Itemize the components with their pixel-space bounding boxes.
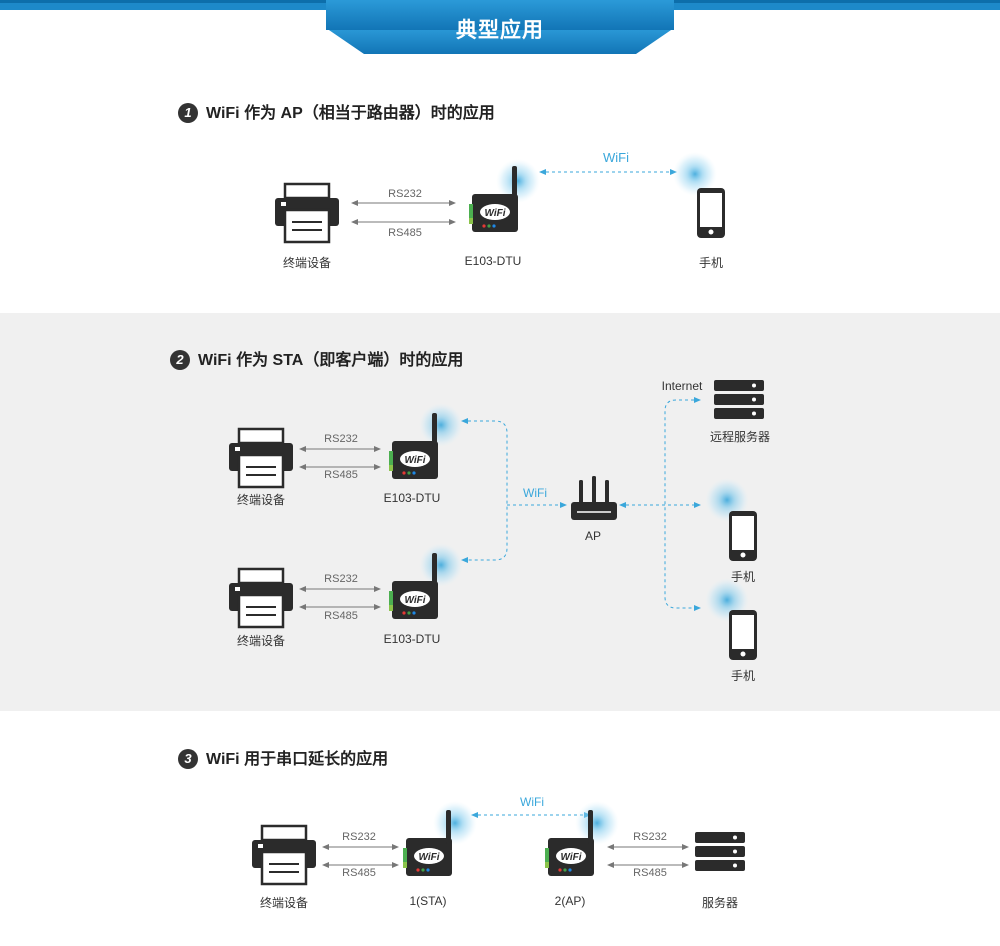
terminal-label-a: 终端设备: [236, 493, 285, 507]
phone-label: 手机: [698, 256, 723, 270]
remote-server-icon: [714, 380, 764, 419]
rs232-label-a: RS232: [324, 433, 358, 445]
server-label: 服务器: [701, 896, 738, 910]
wifi-signal-glow: [496, 159, 540, 203]
section-2-heading: 2 WiFi 作为 STA（即客户端）时的应用: [170, 346, 463, 370]
sta-label: 1(STA): [409, 894, 447, 908]
remote-server-label: 远程服务器: [709, 430, 770, 444]
section-3-heading: 3 WiFi 用于串口延长的应用: [178, 745, 388, 769]
dtu-label-a: E103-DTU: [383, 491, 441, 505]
rs485-label-b: RS485: [324, 610, 358, 622]
terminal-device-icon: [273, 182, 341, 244]
terminal-label-b: 终端设备: [236, 634, 285, 648]
section-1-title: WiFi 作为 AP（相当于路由器）时的应用: [206, 105, 495, 122]
rs485-label: RS485: [388, 227, 422, 239]
wifi-label: WiFi: [523, 486, 547, 500]
phone-icon: [697, 188, 725, 238]
phone-label-b: 手机: [730, 669, 755, 683]
section-1-number: 1: [178, 103, 198, 123]
phone-signal-glow: [673, 152, 717, 196]
dtu-label-b: E103-DTU: [383, 632, 441, 646]
rs232-right-label: RS232: [633, 831, 667, 843]
ap-label: 2(AP): [554, 894, 586, 908]
page-title: 典型应用: [456, 19, 544, 42]
section-2-title: WiFi 作为 STA（即客户端）时的应用: [198, 352, 464, 369]
rs485-label-a: RS485: [324, 469, 358, 481]
terminal-device-icon: [250, 824, 318, 886]
router-ap-icon: [570, 475, 618, 521]
internet-label: Internet: [661, 379, 703, 393]
banner-shape: [326, 0, 674, 54]
rs232-label-b: RS232: [324, 573, 358, 585]
terminal-device-b-icon: [227, 567, 295, 629]
phone-label-a: 手机: [730, 570, 755, 584]
wifi-label: WiFi: [603, 150, 629, 165]
section-1-diagram: [273, 152, 725, 244]
section-2-number: 2: [170, 350, 190, 370]
phone-b-icon: [729, 610, 757, 660]
rs232-left-label: RS232: [342, 831, 376, 843]
section-3-number: 3: [178, 749, 198, 769]
section-2-background: [0, 313, 1000, 711]
server-icon: [695, 832, 745, 871]
rs485-left-label: RS485: [342, 867, 376, 879]
section-2-diagram: [227, 380, 764, 660]
rs485-right-label: RS485: [633, 867, 667, 879]
terminal-label: 终端设备: [259, 896, 308, 910]
terminal-device-a-icon: [227, 427, 295, 489]
phone-a-icon: [729, 511, 757, 561]
wifi-label: WiFi: [520, 795, 544, 809]
section-3-title: WiFi 用于串口延长的应用: [206, 751, 389, 768]
ap-label: AP: [584, 529, 601, 543]
rs232-label: RS232: [388, 188, 422, 200]
section-3-diagram: [250, 801, 745, 886]
terminal-label: 终端设备: [282, 256, 331, 270]
section-1-heading: 1 WiFi 作为 AP（相当于路由器）时的应用: [178, 99, 495, 123]
dtu-label: E103-DTU: [464, 254, 522, 268]
